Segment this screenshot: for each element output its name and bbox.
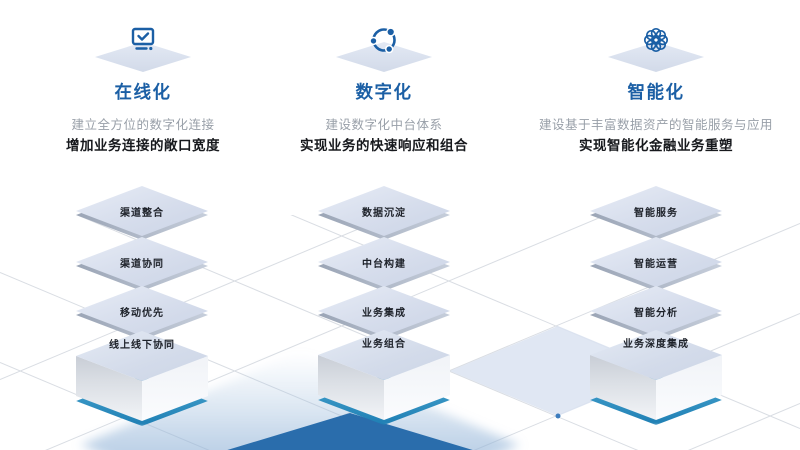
base-box: 业务深度集成 (590, 330, 722, 432)
layer-label: 数据沉淀 (362, 207, 406, 219)
base-label: 线上线下协同 (109, 340, 175, 351)
column-title-online: 在线化 (114, 83, 172, 103)
column-desc-light: 建设数字化中台体系 (325, 117, 443, 132)
layer-label: 业务集成 (362, 307, 406, 319)
column-desc-light: 建设基于丰富数据资产的智能服务与应用 (538, 117, 773, 132)
layer-label: 智能服务 (634, 207, 678, 219)
layer-plate: 智能服务 (590, 186, 722, 240)
sync-network-icon (369, 27, 396, 54)
base-box: 线上线下协同 (76, 331, 208, 433)
floor-node-dot (555, 413, 561, 419)
column-desc-bold: 实现业务的快速响应和组合 (300, 138, 468, 154)
layer-plate: 渠道整合 (76, 186, 208, 240)
floor-solid-blue-diamond (227, 413, 473, 450)
column-title-digital: 数字化 (355, 83, 413, 103)
floor-gradient-diamond (80, 352, 520, 450)
layer-plate: 渠道协同 (76, 237, 208, 291)
base-box: 业务组合 (318, 330, 450, 432)
layer-plate: 智能分析 (590, 286, 722, 340)
layer-plate: 中台构建 (318, 237, 450, 291)
layer-label: 渠道协同 (120, 258, 164, 270)
column-desc-bold: 增加业务连接的敞口宽度 (66, 138, 220, 154)
column-desc-bold: 实现智能化金融业务重塑 (579, 138, 733, 154)
column-desc-light: 建立全方位的数字化连接 (71, 117, 215, 132)
layer-label: 智能运营 (634, 258, 678, 270)
atom-flower-icon (643, 27, 669, 53)
layer-label: 中台构建 (362, 258, 406, 270)
base-label: 业务深度集成 (623, 339, 689, 350)
monitor-check-icon (131, 27, 155, 51)
layer-plate: 智能运营 (590, 237, 722, 291)
layer-label: 移动优先 (120, 307, 164, 319)
layer-plate: 数据沉淀 (318, 186, 450, 240)
base-label: 业务组合 (362, 339, 406, 350)
layer-label: 智能分析 (634, 307, 678, 319)
column-title-intelligent: 智能化 (627, 83, 685, 103)
sync-node-gaps (369, 27, 396, 54)
layer-label: 渠道整合 (120, 207, 164, 219)
